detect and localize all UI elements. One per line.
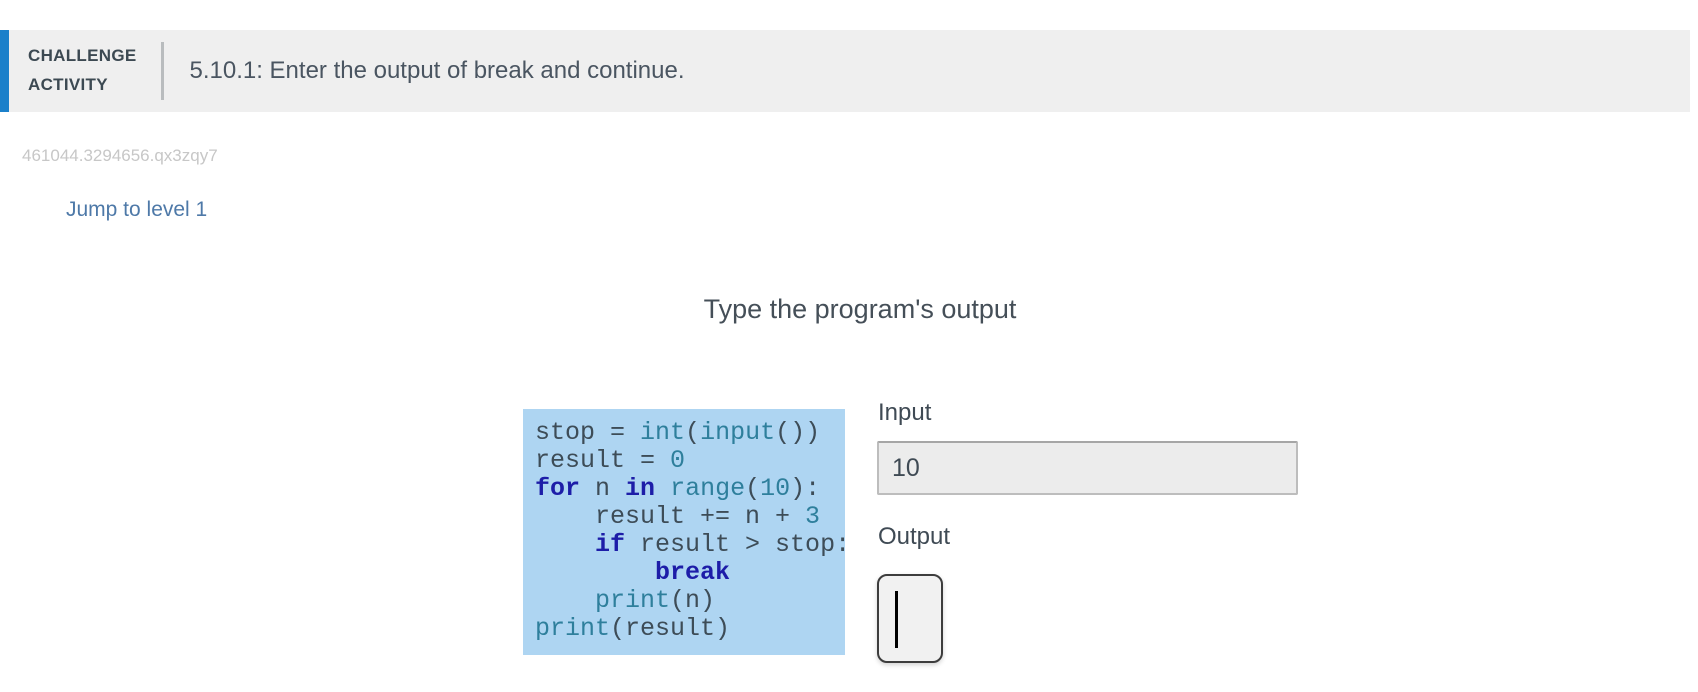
stdin-input-display: 10: [877, 441, 1298, 495]
challenge-activity-line2: ACTIVITY: [28, 75, 108, 94]
header-divider: [161, 42, 165, 100]
activity-header: CHALLENGE ACTIVITY 5.10.1: Enter the out…: [0, 30, 1690, 112]
prompt-heading: Type the program's output: [703, 294, 1017, 324]
output-label: Output: [878, 523, 951, 550]
output-answer-textbox[interactable]: [877, 574, 943, 663]
challenge-activity-label: CHALLENGE ACTIVITY: [28, 42, 136, 100]
input-label: Input: [878, 399, 932, 426]
challenge-activity-line1: CHALLENGE: [28, 46, 137, 66]
activity-id: 461044.3294656.qx3zqy7: [22, 146, 218, 165]
text-cursor: [895, 591, 898, 648]
stdin-input-value: 10: [892, 453, 920, 482]
activity-title: 5.10.1: Enter the output of break and co…: [189, 57, 685, 84]
jump-to-level-link[interactable]: Jump to level 1: [66, 198, 208, 221]
